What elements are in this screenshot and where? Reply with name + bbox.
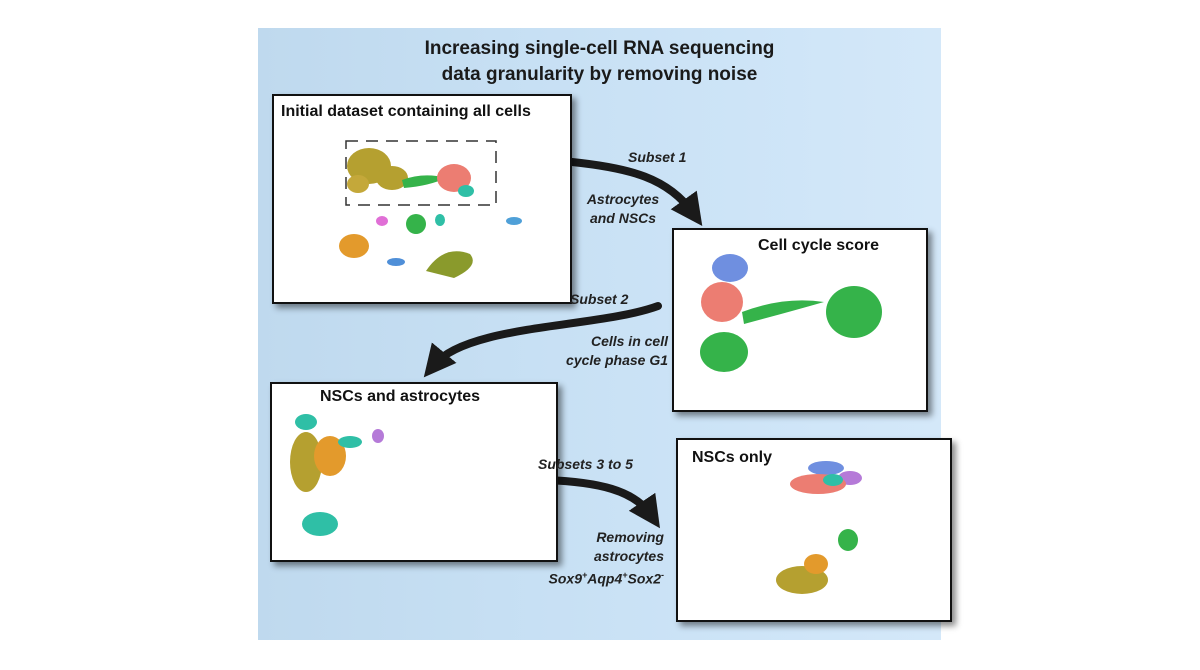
- step1-name: Subset 1: [628, 149, 687, 165]
- cluster-blue: [808, 461, 844, 475]
- cluster-orange: [804, 554, 828, 574]
- umap-nsc-astrocytes: [290, 414, 384, 536]
- cluster-teal: [823, 474, 843, 486]
- arrow-subset2: [423, 302, 662, 378]
- cluster-teal: [458, 185, 474, 197]
- step2-description: Cells in cell cycle phase G1: [566, 333, 668, 368]
- cluster-blue-bottom: [387, 258, 405, 266]
- cluster-olive: [290, 432, 322, 492]
- panel-nsc-only-title: NSCs only: [692, 449, 773, 466]
- cluster-green-bridge: [742, 300, 824, 324]
- panel-nsc-astrocytes-title: NSCs and astrocytes: [320, 388, 481, 405]
- cluster-blue-small: [506, 217, 522, 225]
- panel-nsc-astrocytes: NSCs and astrocytes: [270, 382, 558, 562]
- figure-canvas: Increasing single-cell RNA sequencing da…: [258, 28, 952, 640]
- umap-nsc-only: [776, 461, 862, 594]
- cluster-green-bridge: [402, 175, 446, 188]
- cluster-teal-bottom: [302, 512, 338, 536]
- cluster-teal-top: [295, 414, 317, 430]
- figure-title-line2: data granularity by removing noise: [441, 64, 758, 85]
- panel-cell-cycle-title: Cell cycle score: [758, 237, 879, 254]
- step1-description: Astrocytes and NSCs: [586, 191, 660, 226]
- cluster-green: [838, 529, 858, 551]
- flow-arrows: [423, 158, 703, 529]
- marker-line: Sox9+Aqp4+Sox2-: [548, 570, 664, 587]
- cluster-magenta: [376, 216, 388, 226]
- cluster-salmon: [437, 164, 471, 192]
- cluster-teal-small: [435, 214, 445, 226]
- cluster-orange: [339, 234, 369, 258]
- cluster-olive: [347, 148, 408, 193]
- arrow-subset3: [542, 476, 661, 529]
- cluster-olive-dark: [426, 251, 473, 278]
- cluster-salmon: [701, 282, 743, 322]
- cluster-orange: [314, 436, 346, 476]
- figure-title-line1: Increasing single-cell RNA sequencing: [424, 38, 775, 59]
- panel-cell-cycle: Cell cycle score: [672, 228, 928, 412]
- umap-all-cells: [339, 140, 522, 278]
- cluster-green-right: [826, 286, 882, 338]
- cluster-green-mid: [406, 214, 426, 234]
- cluster-blue: [712, 254, 748, 282]
- selection-box: [345, 140, 497, 206]
- panel-initial-title: Initial dataset containing all cells: [281, 103, 531, 120]
- umap-cell-cycle: [700, 254, 882, 372]
- step3-name: Subsets 3 to 5: [538, 456, 633, 472]
- step2-name: Subset 2: [570, 291, 629, 307]
- panel-nsc-only: NSCs only: [676, 438, 952, 622]
- arrow-subset1: [568, 158, 703, 227]
- cluster-purple: [372, 429, 384, 443]
- step3-description: Removing astrocytes Sox9+Aqp4+Sox2-: [534, 528, 664, 589]
- cluster-green-bottom: [700, 332, 748, 372]
- cluster-teal-mid: [338, 436, 362, 448]
- panel-initial-dataset: Initial dataset containing all cells: [272, 94, 572, 304]
